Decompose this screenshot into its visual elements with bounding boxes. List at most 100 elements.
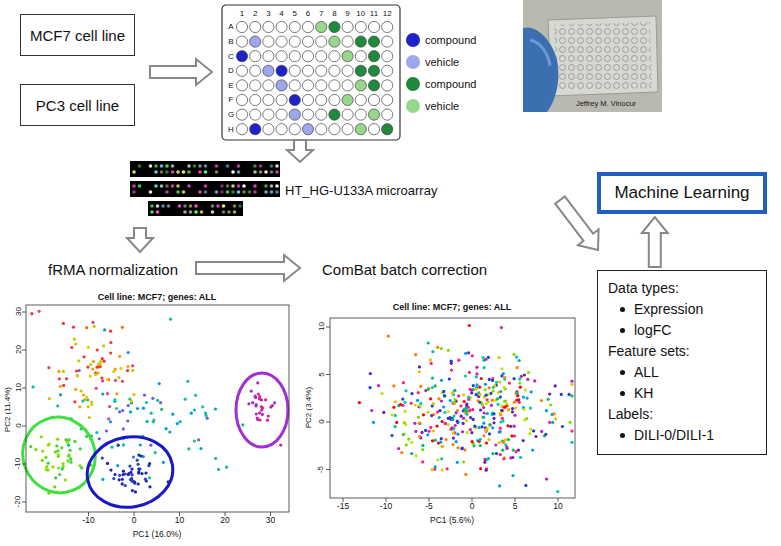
data-point	[554, 417, 557, 420]
data-point	[570, 430, 573, 433]
block-arrow	[196, 255, 300, 281]
spot	[237, 184, 241, 188]
data-point	[413, 422, 416, 425]
data-point	[403, 401, 406, 404]
spot	[248, 190, 252, 194]
data-point	[504, 438, 507, 441]
data-point	[130, 468, 133, 471]
scatter-points	[358, 324, 574, 493]
data-point	[72, 326, 75, 329]
data-point	[405, 443, 408, 446]
data-point	[403, 432, 406, 435]
data-point	[369, 372, 372, 375]
well	[355, 36, 366, 47]
data-point	[418, 422, 421, 425]
data-point	[488, 423, 491, 426]
data-point	[451, 418, 454, 421]
data-point	[547, 398, 550, 401]
data-point	[490, 404, 493, 407]
well	[302, 94, 313, 105]
data-point	[488, 432, 491, 435]
data-point	[471, 354, 474, 357]
well	[316, 65, 327, 76]
well-plate	[222, 5, 400, 140]
data-point	[522, 439, 525, 442]
data-point	[108, 405, 111, 408]
data-point	[440, 347, 443, 350]
legend-swatch	[406, 55, 420, 69]
well	[355, 94, 366, 105]
data-point	[150, 412, 153, 415]
well	[302, 65, 313, 76]
data-point	[462, 393, 465, 396]
data-point	[119, 367, 122, 370]
block-arrow	[150, 59, 212, 85]
data-point	[139, 443, 142, 446]
data-point	[410, 452, 413, 455]
data-point	[422, 413, 425, 416]
data-point	[127, 473, 130, 476]
data-point	[481, 356, 484, 359]
data-point	[143, 394, 146, 397]
data-point	[492, 417, 495, 420]
data-point	[499, 412, 502, 415]
spot	[156, 210, 160, 214]
data-point	[59, 385, 62, 388]
data-point	[450, 369, 453, 372]
spot	[270, 164, 274, 168]
data-point	[500, 374, 503, 377]
well	[263, 21, 274, 32]
tick-label: 0	[316, 420, 325, 424]
data-point	[457, 394, 460, 397]
spot	[237, 170, 241, 174]
data-point	[86, 398, 89, 401]
spot	[215, 164, 219, 168]
data-point	[442, 405, 445, 408]
well	[382, 21, 393, 32]
data-point	[447, 417, 450, 420]
data-point	[451, 402, 454, 405]
spot	[253, 190, 257, 194]
data-point	[470, 389, 473, 392]
data-point	[62, 384, 65, 387]
data-point	[431, 439, 434, 442]
well	[355, 109, 366, 120]
row-label: E	[228, 81, 233, 90]
column-label: 2	[253, 9, 257, 18]
data-point	[499, 430, 502, 433]
data-point	[495, 381, 498, 384]
data-point	[126, 369, 129, 372]
spot	[204, 184, 208, 188]
data-point	[432, 402, 435, 405]
data-point	[449, 399, 452, 402]
data-point	[101, 392, 104, 395]
spot	[222, 210, 226, 214]
data-point	[105, 429, 108, 432]
data-point	[529, 428, 532, 431]
data-point	[475, 366, 478, 369]
spot	[264, 184, 268, 188]
data-point	[428, 430, 431, 433]
data-point	[118, 355, 121, 358]
data-point	[442, 390, 445, 393]
well	[236, 65, 247, 76]
data-point	[448, 377, 451, 380]
legend-swatch	[406, 77, 420, 91]
plot-frame	[330, 318, 575, 498]
data-point	[496, 397, 499, 400]
row-label: D	[228, 66, 234, 75]
data-point	[113, 473, 116, 476]
data-point	[34, 448, 37, 451]
data-point	[401, 398, 404, 401]
box-label: Feature sets:	[608, 343, 690, 359]
data-point	[491, 399, 494, 402]
cell-line-box: PC3 cell line	[20, 84, 135, 126]
data-point	[478, 386, 481, 389]
well	[368, 65, 379, 76]
well	[250, 109, 261, 120]
plot-title: Cell line: MCF7; genes: ALL	[98, 292, 217, 302]
data-point	[74, 342, 77, 345]
data-point	[144, 478, 147, 481]
well	[250, 21, 261, 32]
data-point	[570, 441, 573, 444]
